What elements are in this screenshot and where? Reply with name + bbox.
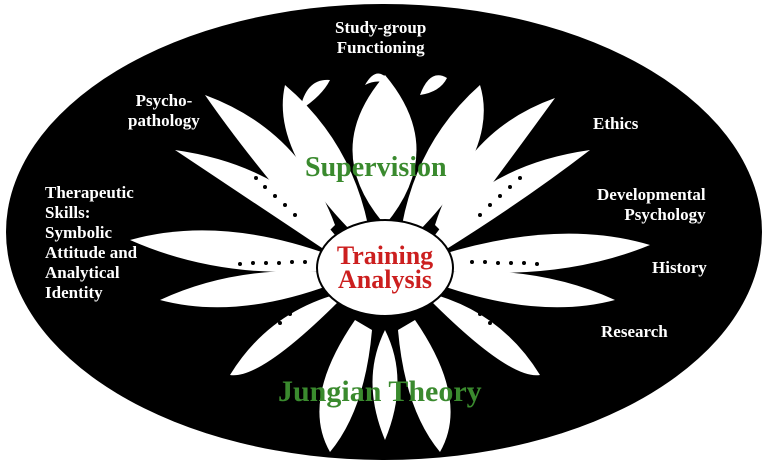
- label-supervision: Supervision: [305, 152, 447, 183]
- top-petal-right: [420, 75, 447, 95]
- label-jungian-theory: Jungian Theory: [278, 375, 482, 408]
- label-psychopathology: Psycho- pathology: [128, 91, 200, 130]
- label-training-analysis: Training Analysis: [336, 241, 434, 294]
- top-petal-left: [300, 79, 330, 110]
- petal-left-upper: [205, 95, 335, 240]
- petal-low-left-2: [230, 292, 345, 376]
- core-ellipse: [316, 219, 454, 317]
- petal-bottom-left: [319, 320, 372, 452]
- petal-low-right-1: [440, 270, 615, 308]
- label-research: Research: [601, 322, 668, 341]
- petal-left-2: [175, 150, 335, 250]
- dotted-rays: [238, 176, 539, 325]
- label-developmental-psychology: Developmental Psychology: [597, 185, 706, 224]
- label-ethics: Ethics: [593, 114, 639, 133]
- label-study-group: Study-group Functioning: [335, 18, 427, 57]
- petal-center-left: [282, 85, 368, 235]
- petal-bottom-center: [372, 330, 398, 440]
- lotus-flower-icon: [130, 73, 650, 452]
- petal-right-2: [435, 150, 590, 250]
- label-history: History: [652, 258, 707, 277]
- petal-center: [352, 75, 417, 225]
- petal-low-right-2: [425, 292, 540, 376]
- petal-right-upper: [435, 98, 555, 240]
- petal-far-right: [440, 233, 650, 273]
- petal-bottom-right: [398, 320, 451, 452]
- petal-low-left-1: [160, 270, 330, 308]
- petal-center-right: [402, 85, 484, 235]
- label-therapeutic-skills: Therapeutic Skills: Symbolic Attitude an…: [45, 183, 138, 302]
